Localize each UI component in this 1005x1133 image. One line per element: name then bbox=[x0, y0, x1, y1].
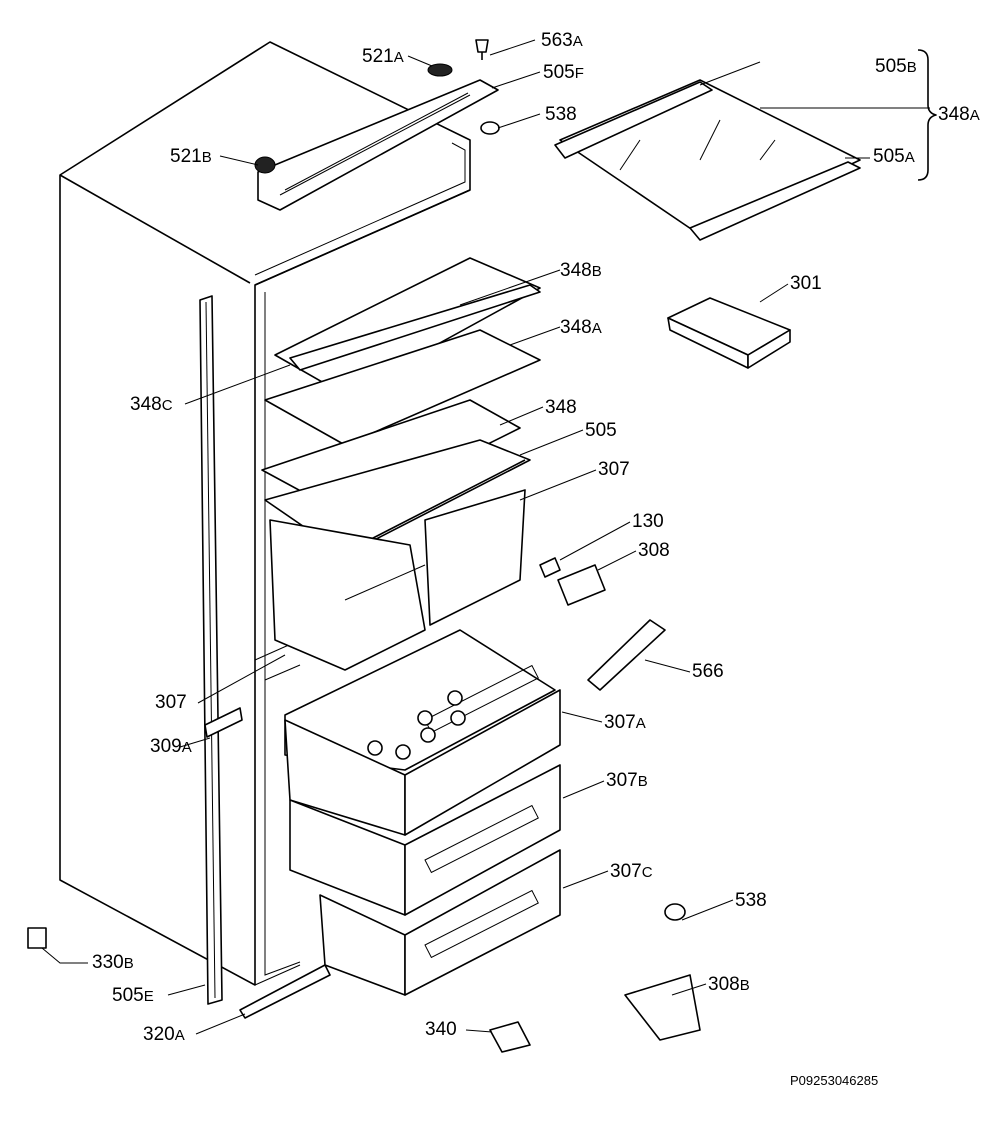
upper-drawers bbox=[269, 489, 526, 671]
top-rail-505f bbox=[254, 39, 500, 211]
part-suffix: B bbox=[202, 149, 212, 166]
part-number: 521 bbox=[362, 46, 394, 67]
part-label-505f: 505F bbox=[543, 62, 584, 83]
part-suffix: C bbox=[162, 397, 173, 414]
part-number: 301 bbox=[790, 273, 822, 294]
part-number: 307 bbox=[598, 459, 630, 480]
part-suffix: B bbox=[124, 955, 134, 972]
part-label-348a: 348A bbox=[938, 104, 980, 125]
part-suffix: A bbox=[573, 33, 583, 50]
lower-drawers bbox=[284, 629, 561, 996]
part-number: 505 bbox=[585, 420, 617, 441]
part-label-309a: 309A bbox=[150, 736, 192, 757]
part-number: 348 bbox=[560, 317, 592, 338]
part-number: 348 bbox=[545, 397, 577, 418]
part-number: 340 bbox=[425, 1019, 457, 1040]
part-suffix: A bbox=[182, 739, 192, 756]
part-number: 521 bbox=[170, 146, 202, 167]
part-number: 566 bbox=[692, 661, 724, 682]
part-number: 505 bbox=[112, 985, 144, 1006]
leader-lines bbox=[41, 39, 930, 1035]
part-label-307c: 307C bbox=[610, 861, 653, 882]
part-suffix: A bbox=[175, 1027, 185, 1044]
part-label-308: 308 bbox=[638, 540, 670, 561]
part-number: 330 bbox=[92, 952, 124, 973]
part-number: 130 bbox=[632, 511, 664, 532]
part-label-348c: 348C bbox=[130, 394, 173, 415]
part-number: 505 bbox=[875, 56, 907, 77]
part-label-307b: 307B bbox=[606, 770, 648, 791]
part-label-330b: 330B bbox=[92, 952, 134, 973]
part-number: 308 bbox=[708, 974, 740, 995]
part-suffix: B bbox=[740, 977, 750, 994]
part-label-130: 130 bbox=[632, 511, 664, 532]
part-suffix: F bbox=[575, 65, 584, 82]
part-number: 308 bbox=[638, 540, 670, 561]
part-label-348b: 348B bbox=[560, 260, 602, 281]
part-number: 307 bbox=[155, 692, 187, 713]
part-number: 348 bbox=[938, 104, 970, 125]
part-suffix: C bbox=[642, 864, 653, 881]
part-suffix: A bbox=[636, 715, 646, 732]
part-suffix: E bbox=[144, 988, 154, 1005]
part-number: 538 bbox=[735, 890, 767, 911]
part-label-505b: 505B bbox=[875, 56, 917, 77]
part-suffix: A bbox=[592, 320, 602, 337]
part-number: 563 bbox=[541, 30, 573, 51]
part-number: 348 bbox=[130, 394, 162, 415]
part-suffix: A bbox=[905, 149, 915, 166]
small-parts bbox=[27, 557, 701, 1053]
door-strip-505e bbox=[199, 295, 223, 1005]
part-labels: 521A563A505F538521B505B348A505A348B30134… bbox=[92, 30, 980, 1045]
part-number: 307 bbox=[604, 712, 636, 733]
part-label-521b: 521B bbox=[170, 146, 212, 167]
cabinet bbox=[59, 41, 471, 986]
part-label-521a: 521A bbox=[362, 46, 404, 67]
part-number: 538 bbox=[545, 104, 577, 125]
part-number: 505 bbox=[543, 62, 575, 83]
part-label-505e: 505E bbox=[112, 985, 154, 1006]
drawing-code: P09253046285 bbox=[790, 1073, 878, 1088]
part-label-538: 538 bbox=[735, 890, 767, 911]
part-label-307: 307 bbox=[155, 692, 187, 713]
part-label-538: 538 bbox=[545, 104, 577, 125]
part-number: 320 bbox=[143, 1024, 175, 1045]
part-label-563a: 563A bbox=[541, 30, 583, 51]
part-number: 307 bbox=[606, 770, 638, 791]
part-label-505: 505 bbox=[585, 420, 617, 441]
part-label-505a: 505A bbox=[873, 146, 915, 167]
part-suffix: A bbox=[394, 49, 404, 66]
part-label-307a: 307A bbox=[604, 712, 646, 733]
part-suffix: B bbox=[907, 59, 917, 76]
part-label-340: 340 bbox=[425, 1019, 457, 1040]
glass-shelf-assembly bbox=[554, 61, 861, 241]
interior-shelves bbox=[261, 257, 541, 556]
part-suffix: A bbox=[970, 107, 980, 124]
part-number: 505 bbox=[873, 146, 905, 167]
part-label-301: 301 bbox=[790, 273, 822, 294]
part-label-308b: 308B bbox=[708, 974, 750, 995]
grouping-brace bbox=[917, 49, 937, 181]
part-label-566: 566 bbox=[692, 661, 724, 682]
ice-tray bbox=[667, 297, 791, 369]
part-label-307: 307 bbox=[598, 459, 630, 480]
part-label-320a: 320A bbox=[143, 1024, 185, 1045]
part-number: 309 bbox=[150, 736, 182, 757]
part-number: 348 bbox=[560, 260, 592, 281]
part-suffix: B bbox=[638, 773, 648, 790]
part-number: 307 bbox=[610, 861, 642, 882]
part-label-348a: 348A bbox=[560, 317, 602, 338]
part-suffix: B bbox=[592, 263, 602, 280]
part-label-348: 348 bbox=[545, 397, 577, 418]
